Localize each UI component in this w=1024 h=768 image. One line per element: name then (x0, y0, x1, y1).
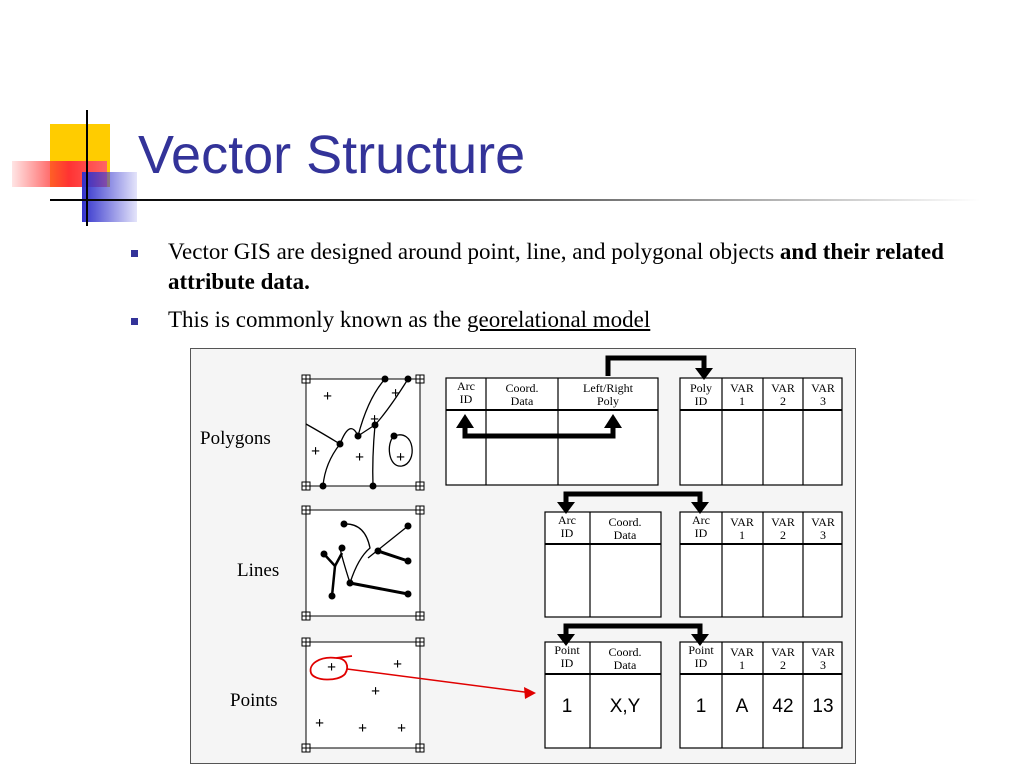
header-var1-num: 1 (739, 658, 745, 672)
svg-text:+: + (391, 385, 400, 402)
points-label: Points (230, 690, 278, 711)
arrow-head (557, 502, 575, 514)
bullet-1-bold: and their related attribute data. (168, 239, 944, 294)
header-var3: VAR (811, 381, 835, 395)
header-var2: VAR (771, 381, 795, 395)
header-var3: VAR (811, 515, 835, 529)
svg-text:+: + (396, 449, 405, 466)
slide-title: Vector Structure (138, 125, 526, 185)
arrow-head (691, 634, 709, 646)
header-arc: Arc (558, 513, 576, 527)
svg-text:+: + (370, 411, 379, 428)
arrow-head (456, 414, 474, 428)
svg-text:+: + (323, 388, 332, 405)
cell-var2: 42 (772, 696, 793, 717)
header-id: ID (695, 656, 708, 670)
lines-label: Lines (237, 560, 279, 581)
deco-vertical-line (86, 110, 88, 226)
header-coord: Coord. (609, 515, 642, 529)
header-point: Point (688, 643, 714, 657)
svg-text:+: + (327, 659, 336, 676)
deco-blue-square (82, 172, 137, 222)
bullet-text-2: This is commonly known as the georelatio… (168, 305, 650, 335)
svg-text:+: + (315, 715, 324, 732)
connector-arrow (605, 355, 707, 376)
cell-var1: A (736, 696, 749, 717)
header-var1: VAR (730, 381, 754, 395)
header-var2: VAR (771, 645, 795, 659)
svg-text:+: + (371, 683, 380, 700)
header-var2-num: 2 (780, 394, 786, 408)
header-point: Point (554, 643, 580, 657)
header-coord: Coord. (609, 645, 642, 659)
header-var3-num: 3 (820, 528, 826, 542)
connector-arrow (462, 426, 616, 439)
title-underline (50, 199, 980, 201)
header-data: Data (614, 658, 637, 672)
header-left-right: Left/Right (583, 381, 634, 395)
cell-var3: 13 (812, 696, 833, 717)
svg-text:+: + (355, 449, 364, 466)
arrow-head (604, 414, 622, 428)
arrow-head (557, 634, 575, 646)
svg-text:+: + (311, 443, 320, 460)
polygons-arc-table: Arc ID Coord. Data Left/Right Poly (445, 377, 659, 486)
points-attribute-table: Point ID VAR 1 VAR 2 VAR 3 1 A 42 13 (679, 641, 843, 749)
georelational-model-link: georelational model (466, 307, 651, 332)
lines-arc-table: Arc ID Coord. Data (544, 511, 662, 618)
points-map: + + + + + + (301, 637, 425, 753)
svg-text:+: + (358, 720, 367, 737)
header-arc: Arc (457, 379, 475, 393)
polygons-label: Polygons (200, 428, 271, 449)
svg-text:+: + (397, 720, 406, 737)
arrow-head (695, 368, 713, 380)
header-var3-num: 3 (820, 658, 826, 672)
header-var1: VAR (730, 645, 754, 659)
header-var2-num: 2 (780, 528, 786, 542)
connector-arrow (563, 623, 703, 640)
vector-structure-diagram: Polygons Lines Points + + + + + + (190, 348, 856, 764)
header-var2: VAR (771, 515, 795, 529)
header-var1: VAR (730, 515, 754, 529)
lines-map (301, 505, 425, 621)
header-data: Data (511, 394, 534, 408)
cell-point-id: 1 (696, 696, 707, 717)
header-var3-num: 3 (820, 394, 826, 408)
bullet-text-1: Vector GIS are designed around point, li… (168, 237, 988, 297)
bullet-2-text: This is commonly known as the (168, 307, 467, 332)
svg-text:+: + (393, 656, 402, 673)
polygons-attribute-table: Poly ID VAR 1 VAR 2 VAR 3 (679, 377, 843, 486)
header-var2-num: 2 (780, 658, 786, 672)
header-id: ID (561, 526, 574, 540)
header-poly: Poly (690, 381, 712, 395)
polygons-map: + + + + + + (301, 374, 425, 491)
lines-attribute-table: Arc ID VAR 1 VAR 2 VAR 3 (679, 511, 843, 618)
header-var1-num: 1 (739, 528, 745, 542)
header-id: ID (561, 656, 574, 670)
header-coord: Coord. (506, 381, 539, 395)
header-id: ID (695, 394, 708, 408)
points-coord-table: Point ID Coord. Data 1 X,Y (544, 641, 662, 749)
arrow-head (524, 687, 536, 699)
header-id: ID (460, 392, 473, 406)
header-arc: Arc (692, 513, 710, 527)
arrow-head (691, 502, 709, 514)
bullet-marker (131, 318, 138, 325)
cell-coord-data: X,Y (610, 696, 641, 717)
bullet-marker (131, 250, 138, 257)
cell-point-id: 1 (562, 696, 573, 717)
point-link-arrow (346, 668, 533, 694)
header-var3: VAR (811, 645, 835, 659)
header-var1-num: 1 (739, 394, 745, 408)
point-highlight-circle (309, 655, 353, 681)
header-poly: Poly (597, 394, 619, 408)
header-id: ID (695, 526, 708, 540)
header-data: Data (614, 528, 637, 542)
bullet-1-text: Vector GIS are designed around point, li… (168, 239, 780, 264)
